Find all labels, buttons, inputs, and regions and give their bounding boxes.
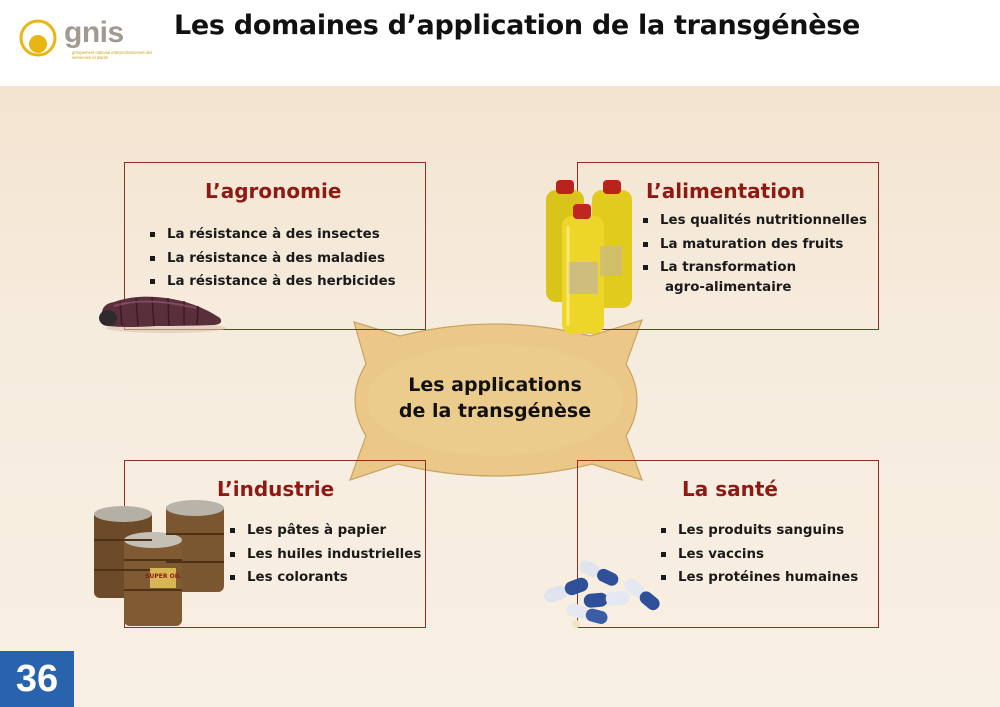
- capsules-icon: [544, 560, 660, 628]
- list-item: La transformation agro-alimentaire: [642, 256, 867, 296]
- box-industrie-list: Les pâtes à papier Les huiles industriel…: [229, 519, 421, 590]
- box-agronomie-title: L’agronomie: [205, 179, 342, 203]
- box-sante: La santé Les produits sanguins Les vacci…: [577, 460, 879, 628]
- list-item: La résistance à des herbicides: [149, 270, 396, 294]
- caterpillar-icon: [99, 296, 226, 333]
- center-label-line2: de la transgénèse: [398, 400, 592, 422]
- list-item: La résistance à des insectes: [149, 223, 396, 247]
- list-item-line2: agro-alimentaire: [665, 279, 792, 295]
- box-industrie: L’industrie Les pâtes à papier Les huile…: [124, 460, 426, 628]
- logo-word: gnis: [64, 16, 124, 49]
- header: gnis groupement national interprofession…: [0, 0, 1000, 86]
- logo-tagline: groupement national interprofessionnel d…: [72, 50, 153, 60]
- list-item: Les protéines humaines: [660, 566, 858, 590]
- gnis-logo: gnis groupement national interprofession…: [14, 10, 152, 72]
- box-sante-list: Les produits sanguins Les vaccins Les pr…: [660, 519, 858, 590]
- barrel-label: SUPER OIL: [145, 573, 181, 580]
- center-shape: [349, 319, 643, 481]
- box-alimentation-title: L’alimentation: [646, 179, 806, 203]
- box-alimentation-list: Les qualités nutritionnelles La maturati…: [642, 209, 867, 296]
- oil-bottles-icon: [546, 180, 632, 334]
- list-item: La résistance à des maladies: [149, 247, 396, 271]
- list-item: Les vaccins: [660, 543, 858, 567]
- list-item-line1: La transformation: [660, 260, 797, 275]
- box-industrie-title: L’industrie: [217, 477, 335, 501]
- center-label-line1: Les applications: [408, 374, 582, 396]
- list-item: Les huiles industrielles: [229, 543, 421, 567]
- list-item: Les qualités nutritionnelles: [642, 209, 867, 233]
- page-title: Les domaines d’application de la transgé…: [174, 10, 861, 41]
- logo-sun-icon: [19, 19, 57, 57]
- box-agronomie: L’agronomie La résistance à des insectes…: [124, 162, 426, 330]
- box-agronomie-list: La résistance à des insectes La résistan…: [149, 223, 396, 294]
- list-item: Les pâtes à papier: [229, 519, 421, 543]
- box-sante-title: La santé: [682, 477, 778, 501]
- center-label: Les applications de la transgénèse: [360, 372, 630, 424]
- page-number-badge: 36: [0, 651, 74, 707]
- list-item: Les colorants: [229, 566, 421, 590]
- oil-barrels-icon: SUPER OIL: [94, 500, 224, 626]
- list-item: La maturation des fruits: [642, 233, 867, 257]
- list-item: Les produits sanguins: [660, 519, 858, 543]
